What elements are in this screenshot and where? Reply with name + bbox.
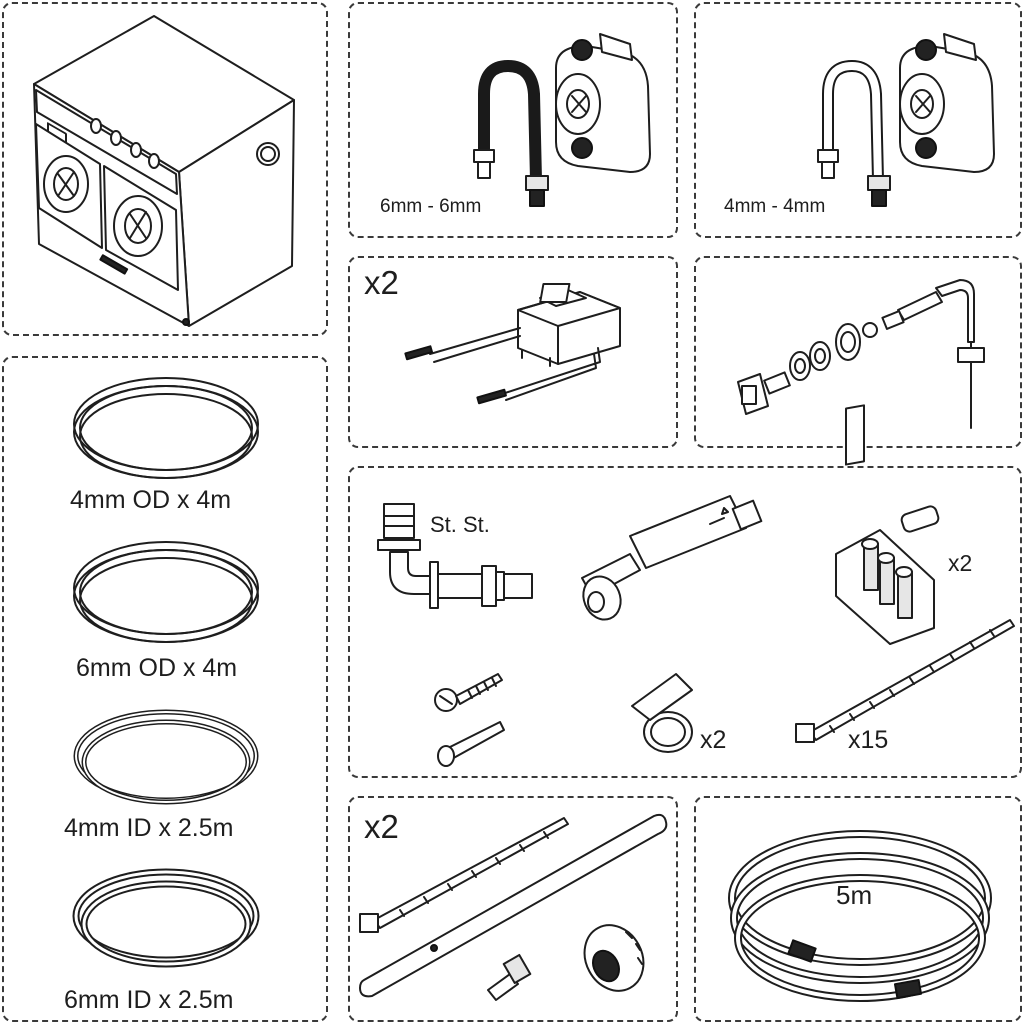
- tubing-coils-illustration: [72, 377, 260, 968]
- tube-coil-4: [72, 868, 260, 968]
- tubing-label-3: 4mm ID x 2.5m: [64, 814, 234, 842]
- tube-coil-1: [73, 377, 259, 479]
- injection-fitting-exploded-illustration: [737, 279, 985, 429]
- clamp-quantity: x2: [700, 726, 727, 754]
- pump-head-6mm-illustration: [473, 33, 651, 207]
- fitting-kit-illustration: [377, 404, 1015, 767]
- transformer-illustration: [404, 283, 621, 405]
- cable-tie-quantity: x15: [848, 726, 889, 754]
- pump-head-4mm-illustration: [817, 33, 995, 207]
- lance-kit-illustration: [359, 813, 668, 1001]
- tubing-label-4: 6mm ID x 2.5m: [64, 986, 234, 1014]
- stainless-steel-label: St. St.: [430, 512, 490, 537]
- panel-pump-4mm: 4mm - 4mm: [694, 2, 1022, 238]
- panel-hose-coil: 5m: [694, 796, 1022, 1022]
- panel-transformer: x2: [348, 256, 678, 448]
- hose-coil-illustration: [728, 830, 992, 1002]
- dosing-controller-illustration: [33, 15, 295, 327]
- hose-coil-label: 5m: [836, 880, 873, 910]
- connector-quantity: x2: [948, 550, 973, 576]
- panel-tubing: 4mm OD x 4m 6mm OD x 4m 4mm ID x 2.5m 6m…: [2, 356, 328, 1022]
- pump-hose-4mm-label: 4mm - 4mm: [724, 196, 826, 217]
- tube-coil-3: [73, 709, 259, 805]
- pump-hose-6mm-label: 6mm - 6mm: [380, 196, 482, 217]
- tubing-label-2: 6mm OD x 4m: [76, 654, 238, 682]
- tubing-label-1: 4mm OD x 4m: [70, 486, 232, 514]
- panel-pump-6mm: 6mm - 6mm: [348, 2, 678, 238]
- tube-coil-2: [73, 541, 259, 643]
- panel-fitting-kit: St. St. x2 x2 x15: [348, 404, 1022, 778]
- panel-controller-unit: [2, 2, 328, 336]
- transformer-quantity: x2: [364, 264, 399, 301]
- panel-lance-kit: x2: [348, 796, 678, 1022]
- lance-kit-quantity: x2: [364, 808, 399, 845]
